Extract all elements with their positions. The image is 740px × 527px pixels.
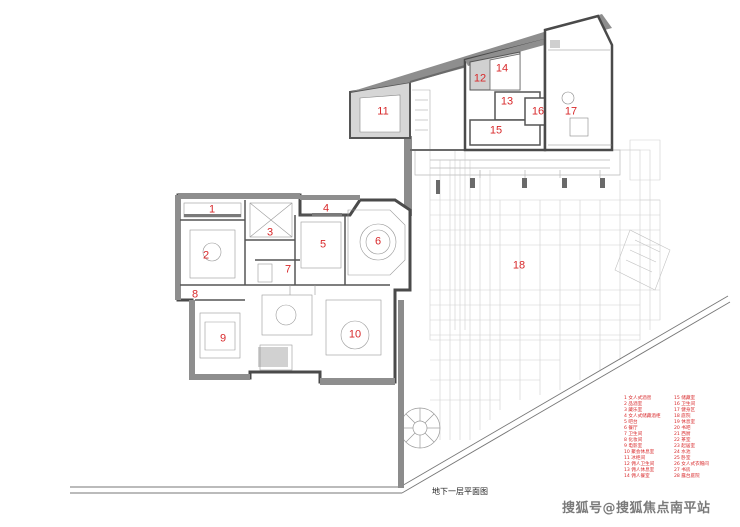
legend-item: 21 西厨 bbox=[674, 432, 691, 437]
room-number-5: 5 bbox=[319, 238, 327, 251]
room-number-11: 11 bbox=[377, 105, 389, 118]
room-number-13: 13 bbox=[500, 95, 514, 108]
courtyard-grid bbox=[429, 139, 661, 440]
watermark: 搜狐号@搜狐焦点南平站 bbox=[562, 501, 711, 516]
room-number-2: 2 bbox=[202, 249, 210, 262]
room-number-10: 10 bbox=[348, 328, 362, 341]
legend-item: 3 藏乐室 bbox=[624, 408, 643, 413]
room-number-1: 1 bbox=[208, 203, 216, 216]
legend-item: 14 佣人餐室 bbox=[624, 474, 650, 479]
room-number-17: 17 bbox=[564, 105, 578, 118]
legend-item: 7 卫生间 bbox=[624, 432, 643, 437]
legend-item: 23 起居室 bbox=[674, 444, 696, 449]
legend-item: 5 吧台 bbox=[624, 420, 638, 425]
legend-item: 2 品酒室 bbox=[624, 402, 643, 407]
legend-item: 20 书吧 bbox=[674, 426, 691, 431]
legend-item: 4 女人式储藏酒柜 bbox=[624, 414, 661, 419]
legend-item: 1 女人式酒窖 bbox=[624, 396, 652, 401]
legend-item: 6 餐厅 bbox=[624, 426, 638, 431]
room-number-3: 3 bbox=[266, 226, 274, 239]
legend-item: 13 佣人休息室 bbox=[624, 468, 655, 473]
legend-item: 9 电影室 bbox=[624, 444, 643, 449]
legend-item: 10 聚会休息室 bbox=[624, 450, 655, 455]
room-number-14: 14 bbox=[495, 62, 509, 75]
legend-item: 15 储藏室 bbox=[674, 396, 696, 401]
legend-item: 22 茶室 bbox=[674, 438, 691, 443]
legend-item: 24 水池 bbox=[674, 450, 691, 455]
room-number-8: 8 bbox=[191, 288, 199, 301]
room-number-15: 15 bbox=[489, 124, 503, 137]
legend-item: 26 女人式衣帽间 bbox=[674, 462, 709, 467]
legend-item: 18 庭院 bbox=[674, 414, 691, 419]
legend-item: 11 冰柜间 bbox=[624, 456, 646, 461]
legend-item: 17 健身区 bbox=[674, 408, 696, 413]
room-number-7: 7 bbox=[284, 263, 292, 276]
legend-item: 27 书房 bbox=[674, 468, 691, 473]
site-boundary bbox=[70, 295, 731, 494]
plan-caption: 地下一层平面图 bbox=[432, 487, 488, 496]
legend-item: 12 佣人卫生间 bbox=[624, 462, 655, 467]
legend-item: 16 卫生间 bbox=[674, 402, 696, 407]
room-number-9: 9 bbox=[219, 332, 227, 345]
legend-item: 25 卧室 bbox=[674, 456, 691, 461]
main-block-walls bbox=[176, 193, 412, 384]
room-number-4: 4 bbox=[322, 202, 330, 215]
room-number-18: 18 bbox=[512, 259, 526, 272]
legend-item: 19 休息室 bbox=[674, 420, 696, 425]
spiral-stair bbox=[399, 407, 441, 449]
legend-item: 28 露台庭院 bbox=[674, 474, 700, 479]
service-wing bbox=[350, 14, 614, 152]
room-number-16: 16 bbox=[531, 105, 545, 118]
room-number-12: 12 bbox=[473, 72, 487, 85]
legend-item: 8 化妆间 bbox=[624, 438, 643, 443]
room-number-6: 6 bbox=[374, 235, 382, 248]
